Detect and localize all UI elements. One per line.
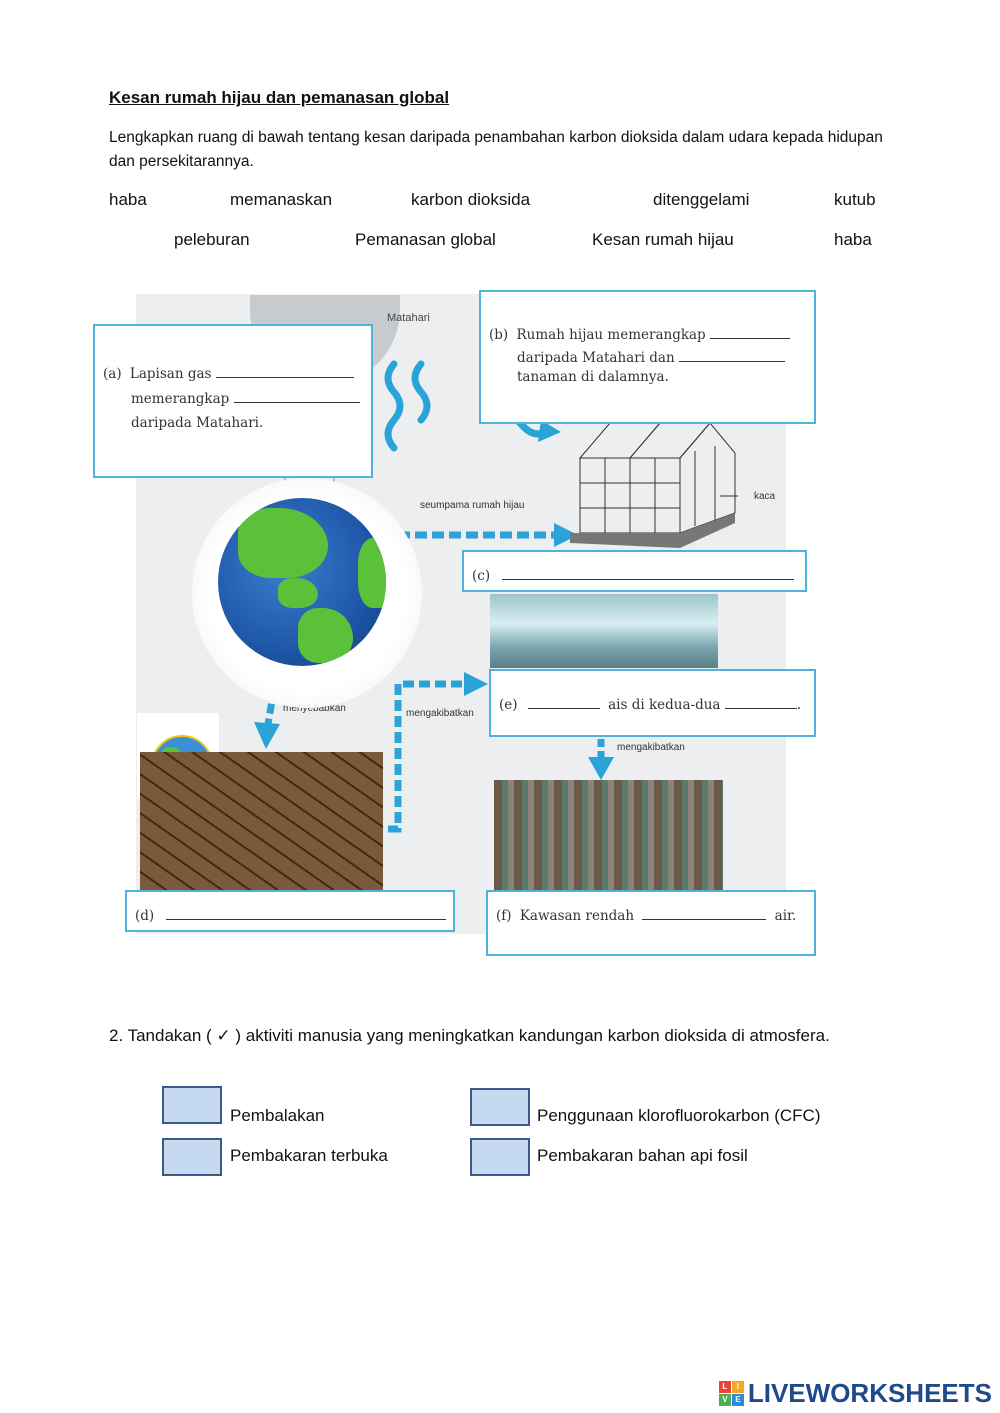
logo-icon: L I V E (718, 1381, 744, 1406)
blank-c[interactable] (502, 579, 795, 580)
box-d-label: (d) (135, 908, 155, 924)
option-label: Pembakaran terbuka (230, 1146, 388, 1165)
question-2: 2. Tandakan ( ✓ ) aktiviti manusia yang … (109, 1026, 830, 1045)
answer-box-f: (f) Kawasan rendah air. (486, 890, 816, 956)
flooded-area-photo (494, 780, 723, 890)
blank-b1[interactable] (710, 338, 790, 339)
box-a-line2: memerangkap (131, 391, 230, 407)
box-a-line3: daripada Matahari. (131, 415, 264, 431)
box-b-label: (b) (489, 327, 509, 343)
word-bank-item: ditenggelami (653, 190, 750, 209)
answer-box-d: (d) (125, 890, 455, 932)
blank-f[interactable] (642, 919, 767, 920)
like-greenhouse-label: seumpama rumah hijau (420, 500, 525, 511)
box-e-label: (e) (499, 697, 518, 713)
blank-a2[interactable] (233, 402, 360, 403)
melting-ice-photo (490, 594, 718, 668)
checkbox-cfc[interactable] (470, 1088, 530, 1126)
word-bank-item: Pemanasan global (355, 230, 496, 249)
box-b-line3: tanaman di dalamnya. (517, 369, 669, 385)
box-c-label: (c) (472, 568, 491, 584)
option-label: Penggunaan klorofluorokarbon (CFC) (537, 1106, 821, 1125)
answer-box-b: (b) Rumah hijau memerangkap daripada Mat… (479, 290, 816, 424)
box-a-line1: Lapisan gas (129, 366, 212, 382)
word-bank-item: memanaskan (230, 190, 333, 209)
blank-e2[interactable] (724, 708, 797, 709)
results-label-1: mengakibatkan (406, 708, 474, 719)
checkbox-bahan-api-fosil[interactable] (470, 1138, 530, 1176)
instruction-text: Lengkapkan ruang di bawah tentang kesan … (109, 129, 883, 170)
cracked-earth-photo (140, 752, 383, 890)
liveworksheets-logo: L I V E LIVEWORKSHEETS (718, 1378, 992, 1409)
checkbox-pembalakan[interactable] (162, 1086, 222, 1124)
box-a-label: (a) (103, 366, 122, 382)
word-bank-item: haba (834, 230, 872, 249)
word-bank-item: Kesan rumah hijau (592, 230, 734, 249)
option-label: Pembalakan (230, 1106, 325, 1125)
box-f-label: (f) (496, 908, 512, 924)
box-b-line1: Rumah hijau memerangkap (516, 327, 706, 343)
sun-label: Matahari (387, 312, 430, 324)
greenhouse-illustration (570, 422, 738, 548)
option-label: Pembakaran bahan api fosil (537, 1146, 748, 1165)
blank-e1[interactable] (527, 708, 600, 709)
word-bank-item: haba (109, 190, 147, 209)
word-bank-item: karbon dioksida (411, 190, 531, 209)
logo-text: LIVEWORKSHEETS (747, 1378, 992, 1408)
box-e-text: ais di kedua-dua (608, 697, 721, 713)
word-bank-item: kutub (834, 190, 876, 209)
box-f-text2: air. (774, 908, 797, 924)
blank-d[interactable] (166, 919, 447, 920)
page-title: Kesan rumah hijau dan pemanasan global (109, 88, 450, 107)
results-label-2: mengakibatkan (617, 742, 685, 753)
answer-box-e: (e) ais di kedua-dua . (489, 669, 816, 737)
box-f-text1: Kawasan rendah (519, 908, 635, 924)
word-bank-item: peleburan (174, 230, 250, 249)
box-b-line2: daripada Matahari dan (517, 350, 675, 366)
checkbox-pembakaran-terbuka[interactable] (162, 1138, 222, 1176)
blank-a1[interactable] (215, 377, 354, 378)
glass-label: kaca (754, 491, 776, 502)
blank-b2[interactable] (678, 361, 785, 362)
answer-box-a: (a) Lapisan gas memerangkap daripada Mat… (93, 324, 373, 478)
causes-label: menyebabkan (283, 703, 346, 714)
answer-box-c: (c) (462, 550, 807, 592)
earth-globe-icon (218, 498, 386, 666)
